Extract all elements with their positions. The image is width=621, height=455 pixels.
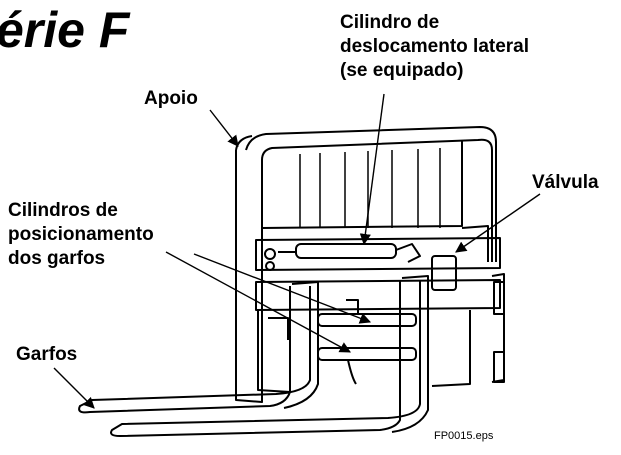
label-cilindros-line1: Cilindros de <box>8 200 118 221</box>
leader-apoio <box>209 109 239 147</box>
leader-garfos <box>53 367 95 409</box>
label-cilindro-line1: Cilindro de <box>340 12 440 33</box>
label-cilindro-line2: deslocamento lateral <box>340 36 530 57</box>
leader-cilindros-posicionamento-1 <box>165 251 351 353</box>
backrest-frame <box>235 126 497 403</box>
leader-lines <box>53 93 541 409</box>
sideshift-cylinder-body <box>295 243 397 259</box>
label-cilindros-line3: dos garfos <box>8 248 106 269</box>
figure-id: FP0015.eps <box>434 430 494 442</box>
label-valvula: Válvula <box>532 172 599 193</box>
forks <box>78 275 429 437</box>
label-garfos: Garfos <box>16 344 78 365</box>
label-cilindro-line3: (se equipado) <box>340 60 464 81</box>
leader-cilindro-deslocamento <box>359 93 385 246</box>
page-title: érie F <box>0 2 130 58</box>
label-apoio: Apoio <box>144 88 198 109</box>
positioning-cylinder-lower <box>317 347 417 361</box>
positioning-cylinder-upper <box>317 313 417 327</box>
carriage <box>255 237 505 393</box>
label-cilindros-line2: posicionamento <box>8 224 154 245</box>
leader-cilindros-posicionamento-2 <box>193 253 372 324</box>
leader-valvula <box>455 193 541 253</box>
valve-body <box>431 255 457 291</box>
